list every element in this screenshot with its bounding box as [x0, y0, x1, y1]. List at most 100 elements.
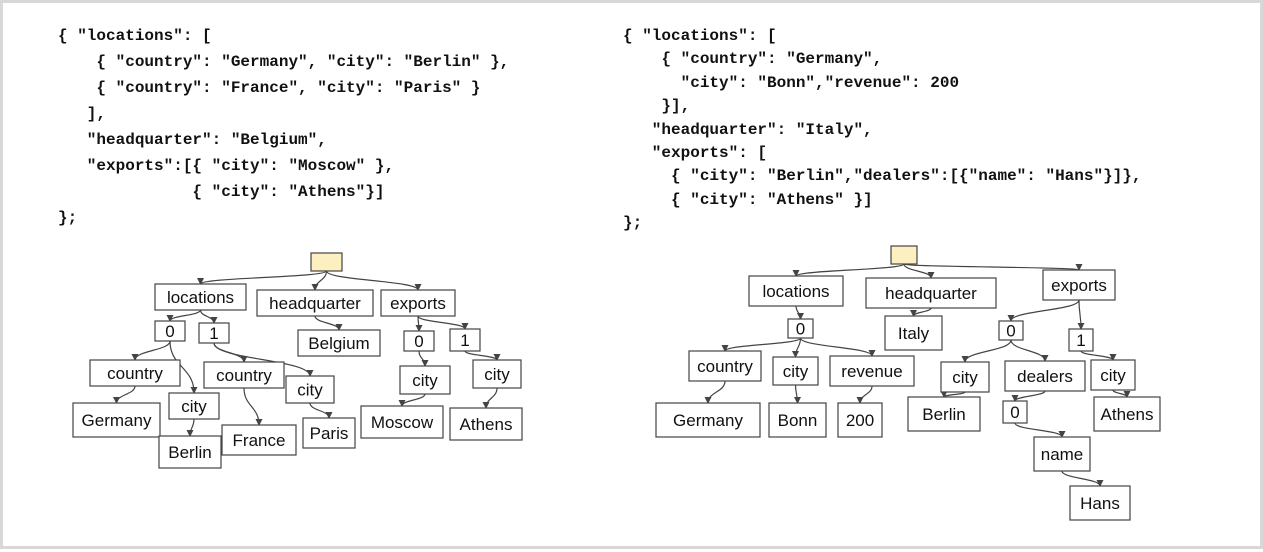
node-box — [865, 277, 997, 309]
node-label: Germany — [82, 411, 152, 430]
node-label: 0 — [414, 332, 423, 351]
tree-node: Athens — [1093, 396, 1161, 432]
tree-node: exports — [1042, 269, 1116, 301]
tree-node: 200 — [837, 402, 883, 438]
node-label: country — [107, 364, 163, 383]
node-box — [787, 318, 814, 339]
node-box — [89, 359, 181, 387]
tree-node: city — [940, 361, 990, 393]
tree-edge — [1010, 339, 1049, 362]
code-line: "headquarter": "Italy", — [623, 120, 873, 139]
node-box — [472, 359, 522, 389]
node-label: Bonn — [778, 411, 818, 430]
node-box — [1069, 485, 1131, 521]
tree-edge — [197, 270, 328, 285]
node-box — [72, 402, 161, 438]
tree-edge — [1007, 299, 1080, 322]
tree-edge — [482, 387, 498, 409]
tree-edge — [166, 309, 202, 322]
tree-edge — [1061, 470, 1104, 487]
tree-node: Moscow — [360, 405, 444, 439]
tree-node: country — [89, 359, 181, 387]
node-box — [198, 322, 230, 344]
code-line: "exports": [ — [623, 144, 768, 163]
tree-edge — [792, 263, 905, 277]
node-box — [1002, 400, 1028, 424]
tree-edge — [186, 418, 195, 437]
tree-node: 0 — [403, 330, 435, 352]
code-line: ], — [58, 105, 107, 123]
node-label: revenue — [841, 362, 902, 381]
tree-edge — [113, 385, 136, 404]
tree-edges — [113, 263, 1131, 487]
tree-node: country — [203, 361, 285, 389]
node-box — [403, 330, 435, 352]
node-label: headquarter — [885, 284, 977, 303]
tree-node: 1 — [449, 328, 481, 352]
tree-node: Berlin — [907, 396, 981, 432]
code-line: "city": "Bonn","revenue": 200 — [623, 73, 960, 92]
tree-edge — [1112, 389, 1131, 398]
node-box — [884, 315, 943, 351]
node-label: 0 — [165, 322, 174, 341]
tree-node: 0 — [154, 320, 186, 342]
tree-node: city — [472, 359, 522, 389]
node-label: Berlin — [168, 443, 211, 462]
code-line: "exports":[{ "city": "Moscow" }, — [58, 157, 395, 175]
node-box — [168, 392, 220, 420]
json-tree-diagrams: locations headquarter exports 0 1 country city… — [72, 245, 1161, 521]
node-box — [1068, 328, 1094, 352]
node-box — [1093, 396, 1161, 432]
node-box — [998, 320, 1024, 341]
tree-edge — [792, 337, 802, 358]
tree-node: dealers — [1004, 360, 1086, 392]
node-label: Hans — [1080, 494, 1120, 513]
node-label: 1 — [460, 331, 469, 350]
json-code-right: { "locations": [ { "country": "Germany",… — [623, 25, 1141, 236]
code-line: { "country": "Germany", "city": "Berlin"… — [58, 53, 510, 71]
tree-node: city — [1090, 359, 1136, 391]
root-box — [310, 252, 343, 272]
node-label: Athens — [1101, 405, 1154, 424]
node-box — [360, 405, 444, 439]
code-line: { "locations": [ — [623, 27, 777, 45]
tree-edge — [961, 339, 1012, 363]
tree-node: Athens — [449, 407, 523, 441]
tree-node: city — [168, 392, 220, 420]
tree-node: Italy — [884, 315, 943, 351]
node-box — [154, 320, 186, 342]
node-box — [158, 435, 222, 469]
node-label: Belgium — [308, 334, 369, 353]
code-line: }; — [623, 214, 643, 233]
node-label: city — [484, 365, 510, 384]
tree-node: exports — [380, 289, 456, 317]
node-label: city — [952, 368, 978, 387]
node-label: dealers — [1017, 367, 1073, 386]
node-label: country — [697, 357, 753, 376]
tree-edge — [309, 402, 333, 419]
node-label: 1 — [1076, 331, 1085, 350]
tree-node: 0 — [998, 320, 1024, 341]
node-label: Moscow — [371, 413, 434, 432]
tree-node: headquarter — [256, 289, 374, 317]
tree-edge — [199, 309, 218, 324]
tree-edge — [1011, 390, 1046, 402]
tree-edge — [1080, 350, 1117, 361]
tree-node: 0 — [1002, 400, 1028, 424]
tree-edge — [910, 307, 932, 317]
tree-edge — [398, 393, 426, 407]
node-box — [297, 329, 381, 357]
node-label: country — [216, 366, 272, 385]
node-label: locations — [762, 282, 829, 301]
tree-edge — [704, 380, 726, 404]
node-label: city — [181, 397, 207, 416]
tree-edge — [325, 270, 422, 291]
tree-edge — [415, 315, 423, 332]
node-label: city — [1100, 366, 1126, 385]
tree-edge — [243, 387, 263, 426]
tree-edge — [1077, 299, 1085, 330]
code-line: "headquarter": "Belgium", — [58, 131, 327, 149]
node-label: city — [412, 371, 438, 390]
node-label: headquarter — [269, 294, 361, 313]
tree-node: name — [1033, 436, 1091, 472]
